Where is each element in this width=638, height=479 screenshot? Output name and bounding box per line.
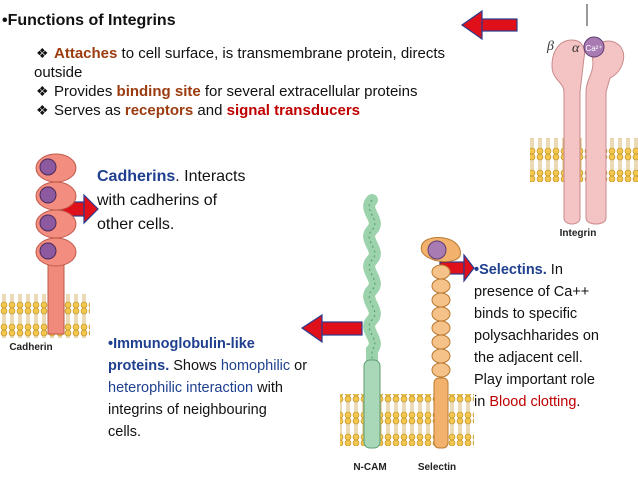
text-line: or [290, 358, 308, 374]
integrin-functions-list: ❖ Attaches to cell surface, is transmemb… [34, 44, 514, 120]
beta-label: β [546, 39, 554, 54]
text-line: Play important role [474, 372, 595, 388]
text-line: . [576, 394, 581, 410]
bullet-keyword: signal transducers [226, 102, 361, 119]
cadherins-keyword: Cadherins [97, 168, 176, 185]
list-item: ❖ Attaches to cell surface, is transmemb… [34, 44, 514, 63]
text-line: presence of Ca++ [474, 284, 590, 300]
ig-heading: •Immunoglobulin-like [108, 336, 255, 352]
alpha-label: α [572, 41, 580, 56]
bullet-text: Serves as [54, 102, 125, 119]
immunoglobulin-description: •Immunoglobulin-like proteins. Shows hom… [108, 333, 358, 443]
bullet-keyword: binding site [116, 83, 201, 100]
diamond-bullet-icon: ❖ [36, 83, 49, 99]
selectin-figure: Selectin [410, 237, 474, 473]
list-item-continuation: outside [34, 63, 514, 82]
diamond-bullet-icon: ❖ [36, 102, 49, 118]
cadherin-figure: Cadherin [0, 153, 90, 353]
text-line: the adjacent cell. [474, 350, 583, 366]
diamond-bullet-icon: ❖ [36, 45, 49, 61]
text-line: binds to specific [474, 306, 578, 322]
integrin-ca-label: Ca²⁺ [585, 44, 602, 53]
text-line: in [474, 394, 490, 410]
text-line: cells. [108, 424, 142, 440]
heterophilic-term: heterophilic interaction [108, 380, 254, 396]
text-line: with cadherins of [97, 192, 218, 209]
ig-keyword: proteins. [108, 358, 170, 374]
bullet-text: to cell surface, is transmembrane protei… [117, 45, 445, 62]
ncam-figure: N-CAM [340, 194, 410, 473]
text-line: . Interacts [175, 168, 246, 185]
ncam-label: N-CAM [353, 462, 386, 473]
arrow-integrin [460, 9, 518, 41]
list-item: ❖ Serves as receptors and signal transdu… [34, 101, 514, 120]
cadherin-label: Cadherin [9, 342, 52, 353]
slide-title: •Functions of Integrins [2, 12, 176, 29]
text-line: In [546, 262, 563, 278]
bullet-text: and [193, 102, 227, 119]
bullet-text: for several extracellular proteins [200, 83, 418, 100]
list-item: ❖ Provides binding site for several extr… [34, 82, 514, 101]
selectin-label: Selectin [418, 462, 456, 473]
integrin-label: Integrin [560, 228, 597, 239]
cadherins-description: Cadherins. Interacts with cadherins of o… [97, 165, 287, 237]
homophilic-term: homophilic [220, 358, 291, 374]
text-line: other cells. [97, 216, 175, 233]
text-line: polysachharides on [474, 328, 599, 344]
text-line: with [253, 380, 283, 396]
integrin-figure: Ca²⁺ β α Integrin [530, 4, 638, 239]
arrow-ncam [300, 313, 363, 344]
selectins-description: •Selectins. In presence of Ca++ binds to… [474, 259, 638, 413]
bullet-keyword: Attaches [54, 45, 118, 62]
blood-clotting-term: Blood clotting [489, 394, 577, 410]
text-line: integrins of neighbouring [108, 402, 267, 418]
bullet-text: outside [34, 64, 83, 81]
bullet-keyword: receptors [124, 102, 194, 119]
bullet-text: Provides [54, 83, 117, 100]
selectins-keyword: •Selectins. [474, 262, 547, 278]
text-line: Shows [169, 358, 221, 374]
